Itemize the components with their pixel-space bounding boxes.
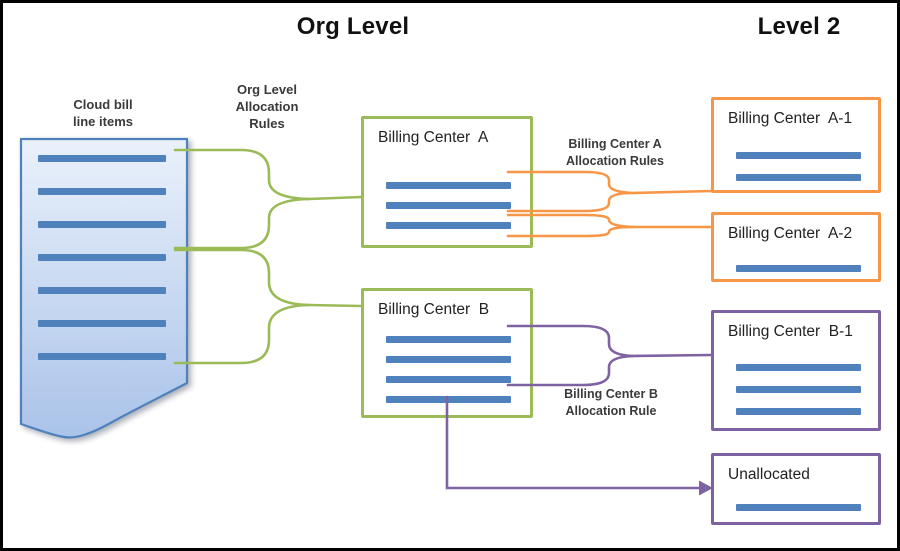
billing-center-a2-box: Billing Center A-2 <box>711 212 881 282</box>
line-item-bar <box>386 222 511 229</box>
line-item-bar <box>38 254 166 261</box>
org-level-allocation-rules-label: Org Level Allocation Rules <box>235 82 299 131</box>
line-item-bar <box>38 188 166 195</box>
billing-center-b-line-items <box>386 336 511 416</box>
unallocated-line-items <box>736 504 861 524</box>
line-item-bar <box>38 353 166 360</box>
line-item-bar <box>736 408 861 415</box>
line-item-bar <box>736 364 861 371</box>
billing-center-b-allocation-rule-label: Billing Center B Allocation Rule <box>564 387 658 418</box>
connector-doc-to-b <box>173 248 363 365</box>
line-item-bar <box>386 182 511 189</box>
org-level-title: Org Level <box>296 13 410 40</box>
connector-b-to-b1 <box>506 324 713 387</box>
line-item-bar <box>386 376 511 383</box>
line-item-bar <box>38 287 166 294</box>
line-item-bar <box>736 504 861 511</box>
unallocated-title: Unallocated <box>728 466 810 483</box>
billing-center-a1-line-items <box>736 152 861 196</box>
billing-center-b1-box: Billing Center B-1 <box>711 310 881 431</box>
billing-center-a-allocation-rules-label: Billing Center A Allocation Rules <box>566 137 664 168</box>
billing-center-b-title: Billing Center B <box>378 301 490 318</box>
billing-center-a-title: Billing Center A <box>378 129 489 146</box>
billing-center-a-line-items <box>386 182 511 242</box>
line-item-bar <box>38 320 166 327</box>
cloud-bill-label-line2: line items <box>73 114 133 129</box>
line-item-bar <box>386 336 511 343</box>
connector-a-to-a2 <box>506 213 713 238</box>
billing-center-a1-title: Billing Center A-1 <box>728 110 853 127</box>
billing-center-b-box: Billing Center B <box>361 288 533 418</box>
connector-a-to-a1 <box>506 170 713 213</box>
billing-center-b1-line-items <box>736 364 861 430</box>
billing-center-a2-line-items <box>736 265 861 285</box>
billing-center-a2-title: Billing Center A-2 <box>728 225 853 242</box>
level-2-title: Level 2 <box>757 13 841 40</box>
line-item-bar <box>736 386 861 393</box>
line-item-bar <box>386 202 511 209</box>
unallocated-box: Unallocated <box>711 453 881 525</box>
line-item-bar <box>38 155 166 162</box>
cloud-bill-line-items <box>38 155 166 386</box>
line-item-bar <box>736 265 861 272</box>
line-item-bar <box>386 356 511 363</box>
connector-doc-to-a <box>173 148 363 250</box>
line-item-bar <box>386 396 511 403</box>
billing-center-a1-box: Billing Center A-1 <box>711 97 881 193</box>
cloud-bill-label-line1: Cloud bill <box>73 97 133 112</box>
line-item-bar <box>38 221 166 228</box>
billing-center-b1-title: Billing Center B-1 <box>728 323 853 340</box>
cloud-bill-label: Cloud bill line items <box>43 96 163 130</box>
billing-center-a-box: Billing Center A <box>361 116 533 248</box>
line-item-bar <box>736 174 861 181</box>
line-item-bar <box>736 152 861 159</box>
